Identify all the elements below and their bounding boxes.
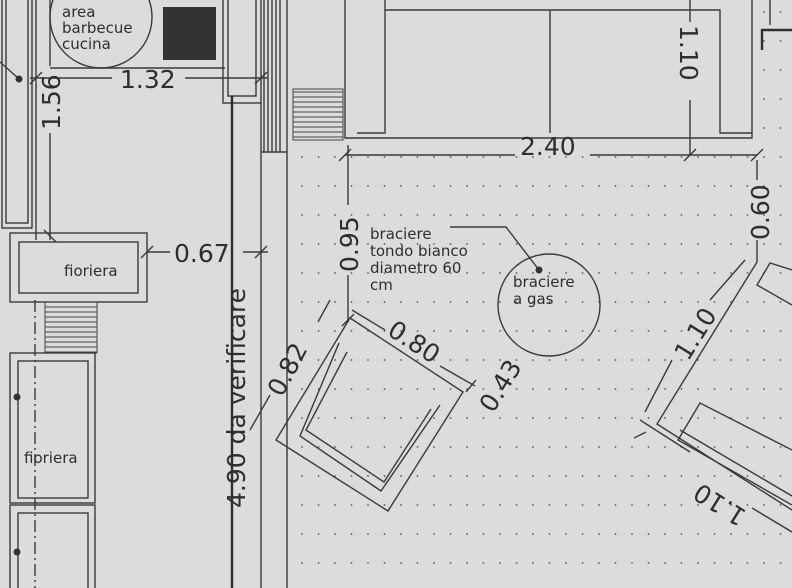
gas-brazier-label-2: a gas: [513, 290, 554, 308]
bbq-area-label-3: cucina: [62, 35, 111, 53]
top-structure: [344, 0, 792, 139]
hatched-step-left: [44, 301, 98, 354]
dim-0-60: 0.60: [746, 184, 775, 240]
brazier-note-3: diametro 60: [370, 259, 461, 277]
rotated-bench-right: [656, 261, 792, 511]
barbecue-grill-block: [163, 7, 216, 60]
dim-1-56: 1.56: [37, 74, 66, 130]
leader-dot: [15, 75, 23, 83]
dim-2-40: 2.40: [520, 132, 576, 161]
dim-0-67: 0.67: [174, 239, 230, 268]
brazier-note-2: tondo bianco: [370, 242, 468, 260]
dim-0-95: 0.95: [335, 216, 364, 272]
dimension-lines: [29, 0, 792, 533]
dim-1-32: 1.32: [120, 65, 176, 94]
bbq-area-label-2: barbecue: [62, 19, 133, 37]
tall-planter-left: [1, 0, 33, 229]
gas-brazier-label-1: braciere: [513, 273, 575, 291]
hatched-step-top: [292, 88, 344, 141]
bbq-area-label-1: area: [62, 3, 95, 21]
rotated-planter-middle: [275, 317, 464, 512]
brazier-leader-line: [450, 226, 540, 271]
brazier-note-1: braciere: [370, 225, 432, 243]
wall-column: [222, 0, 288, 588]
bbq-area-circle: [49, 0, 153, 69]
planter-bottom-label: fioriera: [24, 449, 78, 467]
planter-bottom: [9, 300, 96, 588]
gas-brazier-circle: [497, 253, 601, 357]
brazier-note-4: cm: [370, 276, 393, 294]
dim-1-10-top: 1.10: [674, 25, 703, 81]
dim-4-90-da-verificare: 4.90 da verificare: [222, 288, 251, 508]
planter-top-label: fioriera: [64, 262, 118, 280]
